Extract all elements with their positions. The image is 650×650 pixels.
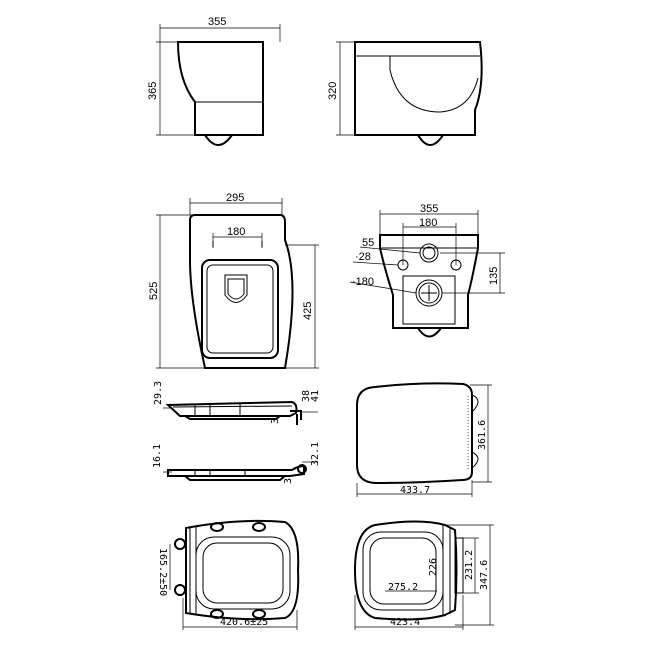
dim-inner-height: 226 [428,558,439,576]
dim-inner-width: 275.2 [388,582,418,593]
dim-seat-width-bottom: 347.6 [479,560,490,590]
dim-rear-width: 355 [420,203,438,215]
dim-rear-bolt-spacing: 180 [419,217,437,229]
dim-seat-width: 361.6 [477,420,488,450]
dim-rear-outlet-height: 135 [488,267,500,285]
dim-top-inner-length: 425 [302,302,314,320]
dim-seat-bottom-length: 420.6±25 [220,617,268,628]
dim-rear-bolt-hole: ·28 [355,251,371,263]
top-view: 295 180 525 425 [148,192,319,369]
dim-rear-outlet: ·180 [352,276,374,288]
dim-seat-length-bottom: 423.4 [390,617,420,628]
dim-seat-open-hinge-a: 38 [301,390,312,402]
dim-top-hole-spacing: 180 [227,226,245,238]
dim-seat-open-hinge-b: 41 [310,390,321,402]
seat-top-view: 433.7 361.6 [356,382,492,497]
dim-seat-closed-gap: 3 [283,478,294,484]
front-view: 355 365 [147,16,281,146]
dim-side-height: 320 [327,82,339,100]
seat-bottom-left-view: 165.2±50 420.6±25 [157,519,300,630]
seat-side-open: 29.3 3 38 41 [153,381,321,425]
dim-rear-inlet: 55 [362,237,374,249]
rear-view: 355 180 55 ·28 ·180 135 [349,203,505,338]
dim-top-width: 295 [226,192,244,204]
dim-hinge-plate: 231.2 [464,550,475,580]
dim-front-height: 365 [147,82,159,100]
dim-seat-open-height: 29.3 [153,381,164,405]
dim-hinge-spacing: 165.2±50 [157,548,168,596]
seat-bottom-right-view: 226 275.2 231.2 347.6 423.4 [353,520,494,630]
dim-seat-closed-hinge: 32.1 [310,442,321,466]
dim-top-length: 525 [148,282,160,300]
dim-seat-open-gap: 3 [270,418,281,424]
seat-side-closed: 16.1 3 32.1 [152,442,321,484]
side-view: 320 [327,41,483,146]
dim-seat-closed-height: 16.1 [152,444,163,468]
dim-seat-length: 433.7 [400,485,430,496]
dim-front-width: 355 [208,16,226,28]
